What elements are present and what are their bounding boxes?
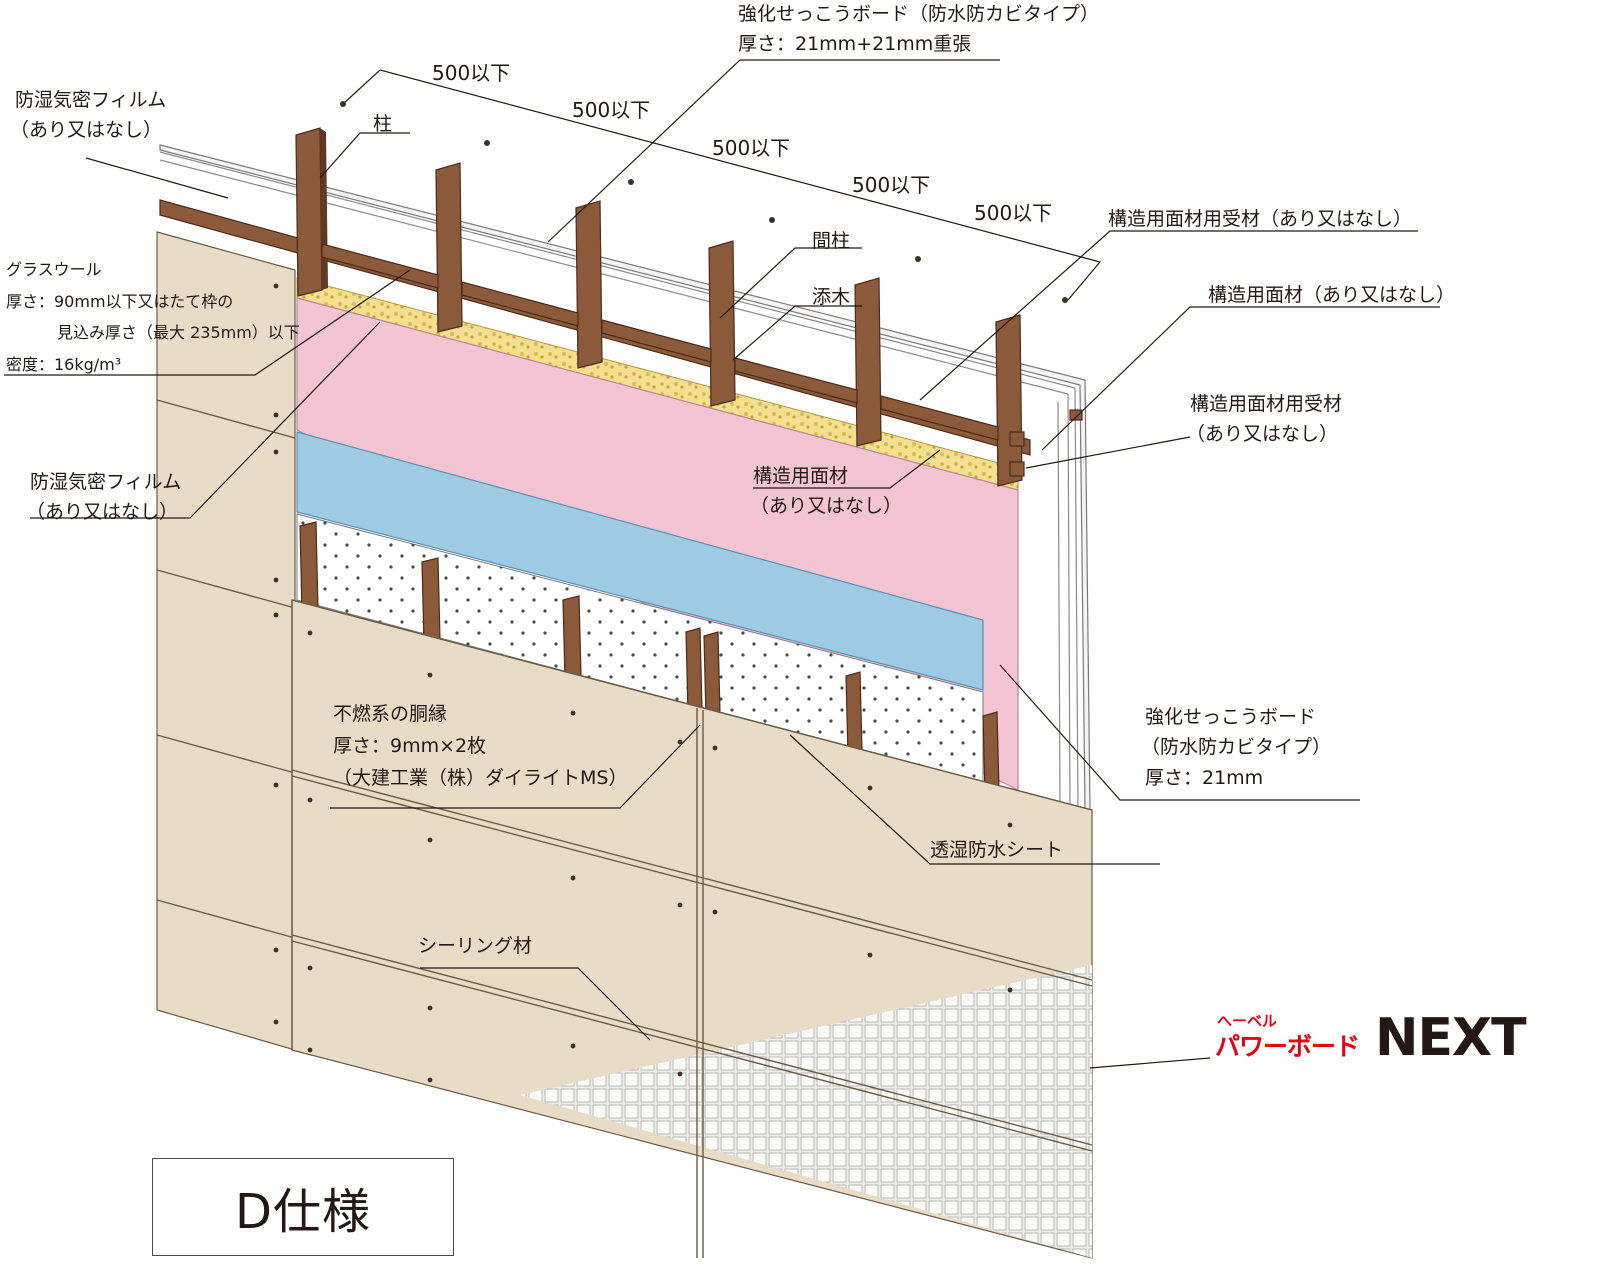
dimension-label-4: 500以下 (852, 173, 930, 197)
blue-gypsum-board (296, 431, 984, 691)
spec-title-box: D仕様 (152, 1158, 454, 1256)
brand-kana-top: へーベル (1217, 1012, 1278, 1030)
labels: 強化せっこうボード（防水防カビタイプ） 厚さ：21mm+21mm重張 防湿気密フ… (6, 3, 1455, 957)
label-stud: 間柱 (812, 230, 850, 252)
label-gypsum-right-1: 強化せっこうボード (1145, 706, 1316, 728)
fasteners (273, 283, 1013, 1083)
label-gypsum-right-2: （防水防カビタイプ） (1141, 736, 1331, 758)
dimension-labels: 500以下 500以下 500以下 500以下 500以下 (432, 61, 1052, 225)
noggins (321, 243, 1083, 477)
label-gypsum-top-1: 強化せっこうボード（防水防カビタイプ） (738, 3, 1099, 25)
brand-kana-main: パワーボード (1215, 1032, 1360, 1061)
label-sealing: シーリング材 (418, 935, 532, 957)
label-gypsum-top-2: 厚さ：21mm+21mm重張 (738, 33, 971, 55)
leader-lines (4, 59, 1440, 1069)
studs (295, 127, 1023, 795)
dimension-line (340, 69, 1102, 303)
label-glasswool-1: グラスウール (6, 260, 102, 279)
label-column: 柱 (373, 113, 392, 135)
label-film-mid-2: （あり又はなし） (26, 501, 178, 523)
label-film-mid-1: 防湿気密フィルム (30, 471, 181, 493)
label-panel-mid-2: （あり又はなし） (750, 495, 902, 517)
label-batten-1: 不燃系の胴縁 (333, 703, 447, 725)
label-batten-3: （大建工業（株）ダイライトMS） (333, 767, 627, 789)
label-panel-mid-1: 構造用面材 (753, 465, 848, 487)
label-gypsum-right-3: 厚さ：21mm (1145, 767, 1263, 789)
label-glasswool-4: 密度：16kg/m³ (6, 355, 121, 374)
label-filler: 添木 (812, 286, 850, 308)
dimension-label-5: 500以下 (974, 201, 1052, 225)
cladding-front (291, 599, 1093, 1259)
label-film-top-2: （あり又はなし） (10, 119, 162, 141)
label-breathable-sheet: 透湿防水シート (930, 839, 1063, 861)
dimension-label-3: 500以下 (712, 136, 790, 160)
cladding-left (156, 231, 296, 1051)
label-film-top-1: 防湿気密フィルム (15, 89, 166, 111)
label-batten-2: 厚さ：9mm×2枚 (333, 735, 486, 757)
label-panel-top: 構造用面材（あり又はなし） (1208, 284, 1455, 306)
label-receiver-mid-2: （あり又はなし） (1186, 423, 1338, 445)
dimension-label-2: 500以下 (572, 98, 650, 122)
label-receiver-mid-1: 構造用面材用受材 (1190, 393, 1342, 415)
label-glasswool-3: 見込み厚さ（最大 235mm）以下 (57, 323, 300, 342)
dimension-label-1: 500以下 (432, 61, 510, 85)
label-receiver-top: 構造用面材用受材（あり又はなし） (1108, 208, 1412, 230)
label-glasswool-2: 厚さ：90mm以下又はたて枠の (6, 292, 233, 311)
brand-name: NEXT (1375, 1008, 1527, 1068)
brand-logo: へーベル パワーボード NEXT (1215, 1010, 1555, 1070)
spec-title: D仕様 (235, 1184, 371, 1240)
